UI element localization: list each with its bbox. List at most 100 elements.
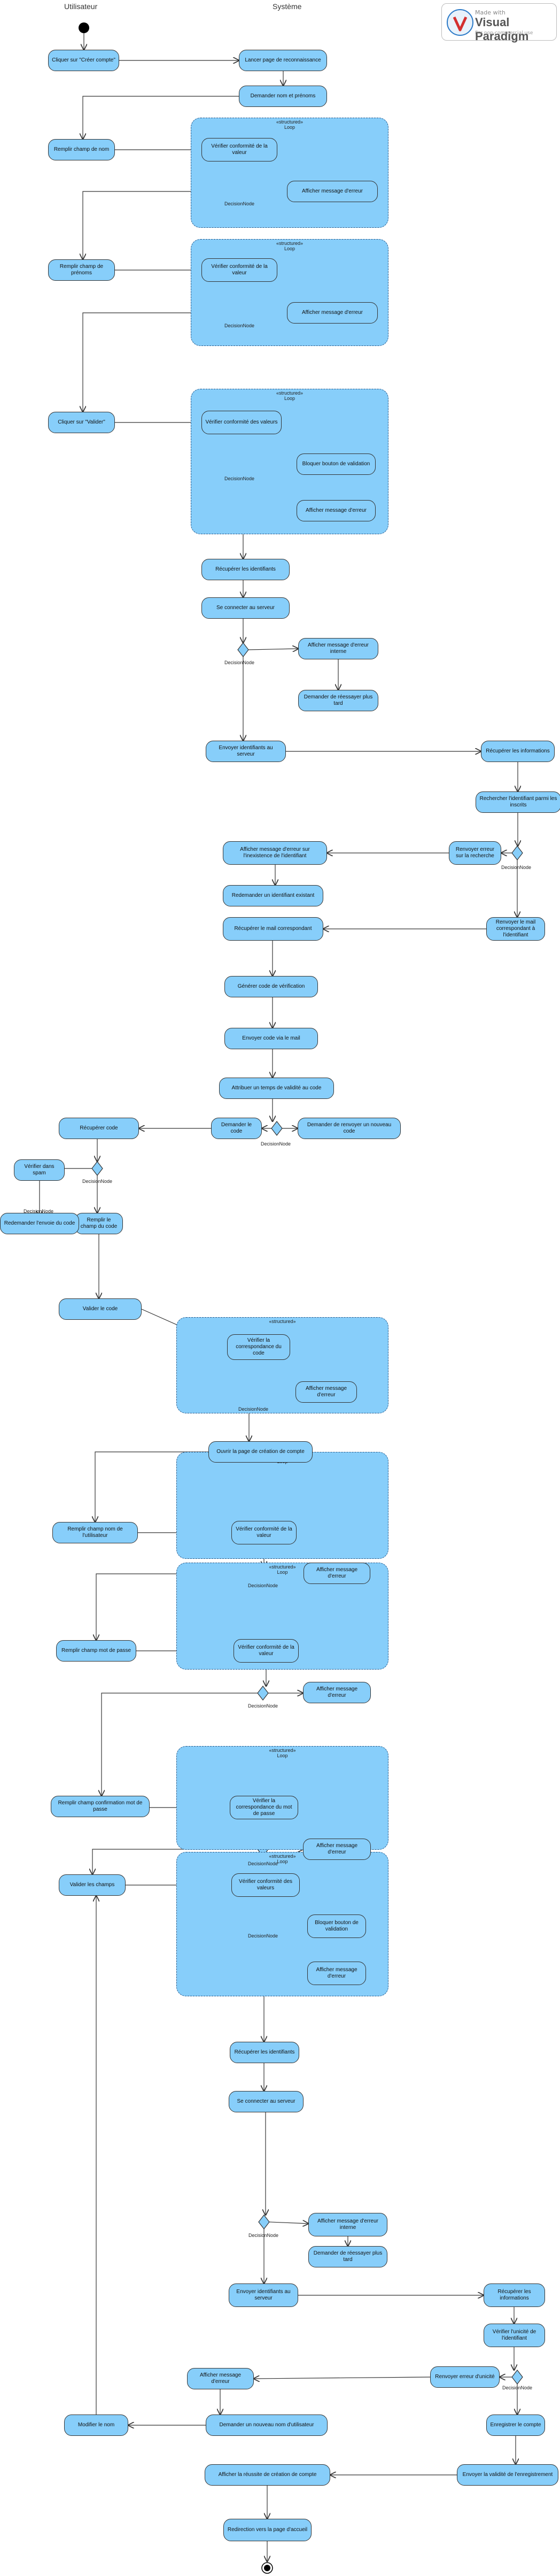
activity-cliquer-creer-compte: Cliquer sur "Créer compte" bbox=[48, 50, 119, 71]
activity-enregistrer-compte: Enregistrer le compte bbox=[486, 2414, 545, 2436]
decision-label-10: DecisionNode bbox=[248, 1583, 278, 1588]
activity-recuperer-identifiants-2: Récupérer les identifiants bbox=[230, 2042, 299, 2063]
activity-verifier-conformite-4: Vérifier conformité de la valeur bbox=[234, 1639, 299, 1663]
control-flow-edge bbox=[83, 312, 238, 412]
activity-envoyer-identifiants-2: Envoyer identifiants au serveur bbox=[229, 2283, 298, 2307]
activity-remplir-nom: Remplir champ de nom bbox=[48, 139, 115, 160]
decision-label-5: DecisionNode bbox=[501, 865, 532, 870]
decision-node bbox=[257, 1686, 269, 1701]
activity-recuperer-informations-1: Récupérer les informations bbox=[481, 741, 555, 762]
initial-node bbox=[79, 22, 89, 33]
activity-demander-code: Demander le code bbox=[211, 1118, 262, 1139]
activity-verifier-conformite-valeurs-2: Vérifier conformité des valeurs bbox=[231, 1873, 300, 1897]
activity-verifier-correspondance-mdp: Vérifier la correspondance du mot de pas… bbox=[230, 1796, 298, 1819]
decision-label-8: DecisionNode bbox=[24, 1209, 54, 1214]
activity-verifier-conformite-2: Vérifier conformité de la valeur bbox=[201, 258, 277, 282]
activity-redirection-accueil: Redirection vers la page d'accueil bbox=[223, 2519, 312, 2541]
activity-valider-code: Valider le code bbox=[59, 1298, 142, 1320]
activity-rechercher-identifiant: Rechercher l'identifiant parmi les inscr… bbox=[476, 791, 560, 813]
activity-recuperer-code: Récupérer code bbox=[59, 1118, 139, 1139]
control-flow-edge bbox=[248, 649, 298, 650]
activity-demander-nouveau-nom: Demander un nouveau nom d'utilisateur bbox=[206, 2414, 328, 2436]
activity-lancer-page: Lancer page de reconnaissance bbox=[239, 50, 327, 71]
decision-node bbox=[511, 2370, 523, 2385]
activity-afficher-erreur-2: Afficher message d'erreur bbox=[287, 302, 378, 324]
activity-afficher-erreur-interne-2: Afficher message d'erreur interne bbox=[308, 2213, 387, 2236]
activity-afficher-erreur-1: Afficher message d'erreur bbox=[287, 181, 378, 202]
decision-node bbox=[511, 845, 523, 860]
activity-demander-nom-prenoms: Demander nom et prénoms bbox=[239, 86, 327, 107]
visual-paradigm-watermark: Made with Visual Paradigm For non-commer… bbox=[441, 3, 557, 43]
activity-valider-champs: Valider les champs bbox=[59, 1874, 126, 1896]
activity-remplir-nom-utilisateur: Remplir champ nom de l'utilisateur bbox=[52, 1522, 138, 1543]
activity-remplir-mot-de-passe: Remplir champ mot de passe bbox=[56, 1640, 136, 1662]
decision-node bbox=[271, 1121, 283, 1136]
activity-reessayer-1: Demander de réessayer plus tard bbox=[298, 690, 378, 711]
activity-modifier-nom: Modifier le nom bbox=[64, 2414, 128, 2436]
activity-verifier-spam: Vérifier dans spam bbox=[14, 1159, 65, 1181]
activity-remplir-confirmation-mdp: Remplir champ confirmation mot de passe bbox=[51, 1796, 150, 1817]
activity-afficher-erreur-3: Afficher message d'erreur bbox=[297, 500, 376, 521]
decision-label-7: DecisionNode bbox=[82, 1179, 113, 1184]
activity-envoyer-identifiants-1: Envoyer identifiants au serveur bbox=[206, 741, 286, 762]
lane-title-user: Utilisateur bbox=[64, 2, 98, 11]
activity-renvoyer-erreur-unicite: Renvoyer erreur d'unicité bbox=[430, 2366, 500, 2388]
control-flow-edge bbox=[269, 2222, 308, 2224]
visual-paradigm-logo-icon bbox=[447, 9, 473, 36]
activity-bloquer-bouton-1: Bloquer bouton de validation bbox=[297, 453, 376, 475]
activity-envoyer-validite: Envoyer la validité de l'enregistrement bbox=[457, 2464, 558, 2486]
activity-afficher-erreur-7: Afficher message d'erreur bbox=[303, 1839, 371, 1860]
activity-afficher-erreur-6: Afficher message d'erreur bbox=[303, 1682, 371, 1703]
activity-afficher-erreur-interne-1: Afficher message d'erreur interne bbox=[298, 638, 378, 659]
activity-renvoyer-erreur-recherche: Renvoyer erreur sur la recherche bbox=[449, 841, 501, 865]
control-flow-edge bbox=[102, 1693, 258, 1796]
activity-bloquer-bouton-2: Bloquer bouton de validation bbox=[307, 1914, 366, 1938]
final-node bbox=[261, 2562, 273, 2574]
activity-afficher-erreur-5: Afficher message d'erreur bbox=[304, 1563, 370, 1584]
control-flow-edge bbox=[95, 1451, 208, 1522]
watermark-brand: Visual Paradigm bbox=[475, 16, 529, 43]
activity-demander-nouveau-code: Demander de renvoyer un nouveau code bbox=[298, 1118, 401, 1139]
activity-remplir-prenoms: Remplir champ de prénoms bbox=[48, 259, 115, 281]
decision-label-15: DecisionNode bbox=[502, 2385, 533, 2390]
decision-label-3: DecisionNode bbox=[224, 476, 255, 481]
decision-label-6: DecisionNode bbox=[261, 1141, 291, 1147]
loop-region-1: «structured»Loop bbox=[191, 118, 388, 228]
decision-label-2: DecisionNode bbox=[224, 323, 255, 328]
activity-envoyer-code: Envoyer code via le mail bbox=[224, 1028, 318, 1049]
decision-label-4: DecisionNode bbox=[224, 660, 255, 665]
decision-label-9: DecisionNode bbox=[238, 1406, 269, 1412]
activity-se-connecter-1: Se connecter au serveur bbox=[201, 597, 290, 619]
activity-cliquer-valider: Cliquer sur "Valider" bbox=[48, 412, 115, 433]
activity-verifier-conformite-valeurs: Vérifier conformité des valeurs bbox=[201, 411, 282, 434]
loop-region-4: «structured» bbox=[176, 1317, 388, 1413]
decision-label-12: DecisionNode bbox=[248, 1861, 278, 1866]
decision-label-14: DecisionNode bbox=[248, 2233, 279, 2238]
activity-recuperer-mail: Récupérer le mail correspondant bbox=[223, 917, 323, 941]
decision-label-13: DecisionNode bbox=[248, 1933, 278, 1939]
activity-generer-code: Générer code de vérification bbox=[224, 976, 318, 997]
decision-node bbox=[237, 642, 249, 657]
activity-afficher-reussite: Afficher la réussite de création de comp… bbox=[205, 2464, 330, 2486]
watermark-made-with: Made with bbox=[475, 9, 505, 16]
decision-label-1: DecisionNode bbox=[224, 201, 255, 206]
activity-verifier-conformite-1: Vérifier conformité de la valeur bbox=[201, 138, 277, 162]
activity-erreur-inexistence: Afficher message d'erreur sur l'inexiste… bbox=[223, 841, 327, 865]
activity-remplir-code: Remplir le champ du code bbox=[75, 1213, 123, 1234]
activity-se-connecter-2: Se connecter au serveur bbox=[229, 2091, 304, 2112]
control-flow-edge bbox=[83, 96, 239, 139]
control-flow-edge bbox=[254, 2377, 431, 2379]
activity-verifier-correspondance-code: Vérifier la correspondance du code bbox=[227, 1334, 290, 1360]
decision-node bbox=[91, 1161, 103, 1176]
activity-afficher-erreur-4: Afficher message d'erreur bbox=[295, 1381, 357, 1403]
activity-verifier-conformite-3: Vérifier conformité de la valeur bbox=[231, 1521, 297, 1544]
activity-renvoyer-mail: Renvoyer le mail correspondant à l'ident… bbox=[486, 917, 545, 941]
loop-region-2: «structured»Loop bbox=[191, 239, 388, 346]
watermark-note: For non-commercial use bbox=[475, 30, 533, 36]
activity-redemander-envoi-code: Redemander l'envoie du code bbox=[0, 1213, 79, 1234]
activity-afficher-erreur-8: Afficher message d'erreur bbox=[307, 1962, 366, 1985]
decision-node bbox=[258, 2214, 270, 2229]
control-flow-edge bbox=[83, 191, 238, 259]
